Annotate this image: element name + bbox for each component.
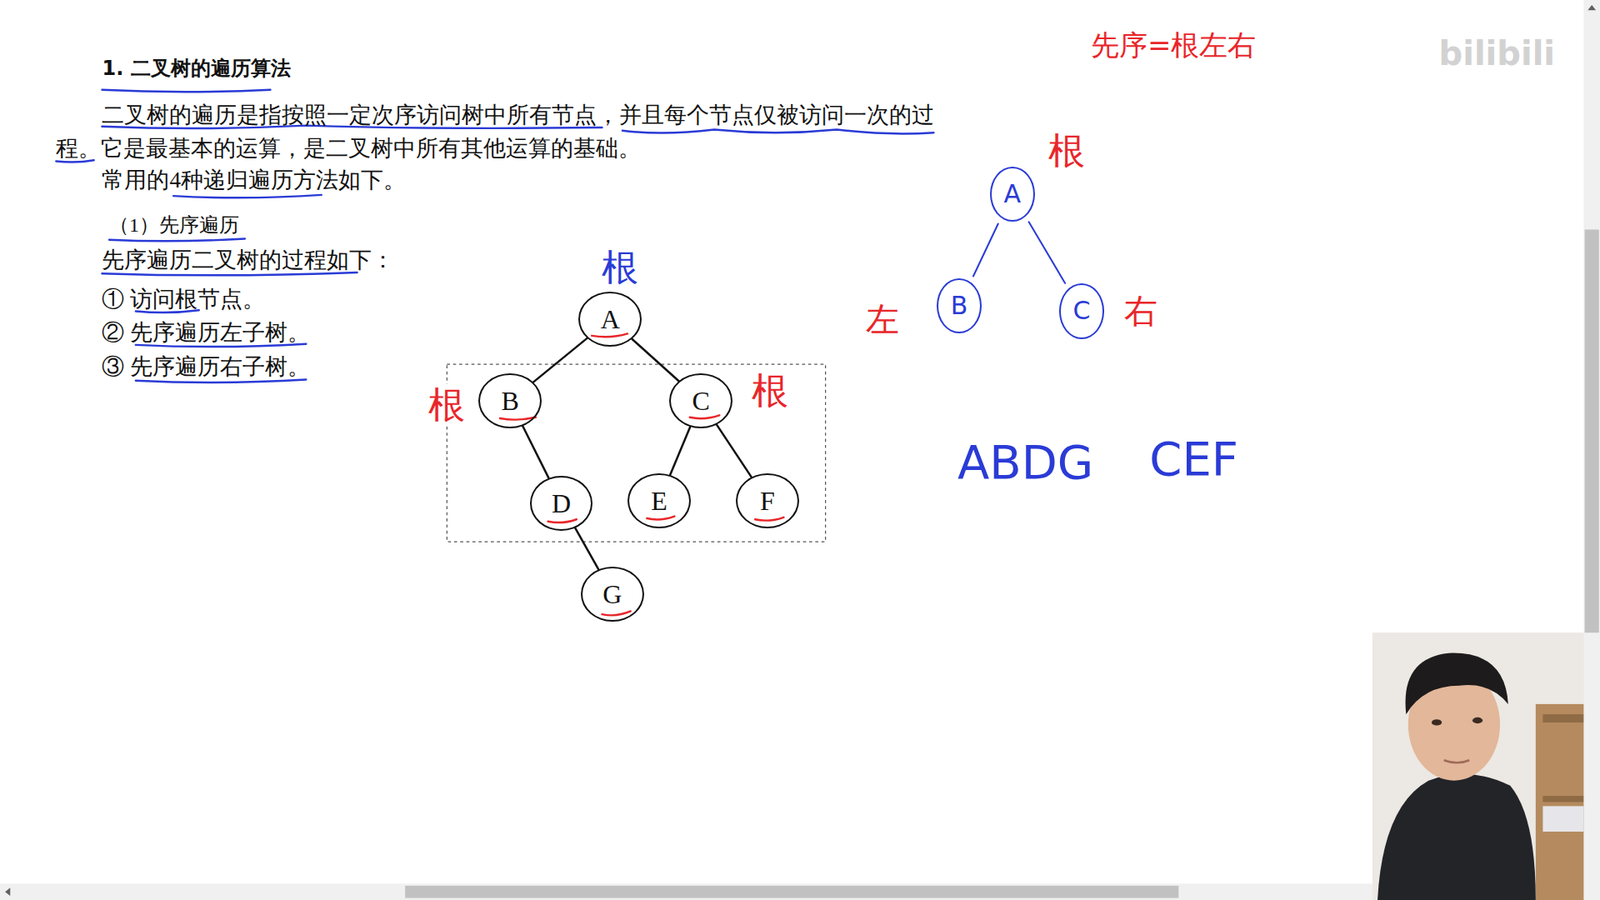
tree-node-circle: F — [735, 473, 800, 529]
node-letter: C — [692, 387, 710, 415]
tree-node-circle: C — [1059, 283, 1105, 339]
webcam-overlay — [1372, 632, 1600, 900]
tree-edge — [522, 426, 549, 479]
section-heading: 1. 二叉树的遍历算法 — [101, 55, 290, 82]
handwritten-note: 右 — [1124, 291, 1158, 330]
edge-line — [670, 426, 690, 475]
tree-node-circle: B — [936, 278, 982, 334]
letter-underlines — [500, 333, 784, 615]
tree-edge — [632, 339, 680, 381]
handwritten-note: 根 — [1048, 130, 1085, 173]
edge-line — [973, 223, 999, 276]
handwritten-sequence: CEF — [1149, 432, 1239, 486]
node-letter: F — [760, 487, 775, 515]
node-letter: G — [602, 580, 622, 608]
tree-node-circle: A — [990, 166, 1035, 222]
node-letter: D — [551, 490, 571, 517]
edge-line — [716, 425, 752, 478]
body-paragraph: 二叉树的遍历是指按照一定次序访问树中所有节点，并且每个节点仅被访问一次的过程。它… — [55, 98, 944, 165]
tree-edge — [670, 426, 690, 475]
underlines — [55, 90, 934, 383]
tree-edge — [1029, 221, 1065, 284]
edge-line — [632, 339, 680, 381]
step-item: ③ 先序遍历右子树。 — [101, 354, 310, 380]
node-letter: A — [1003, 181, 1021, 207]
step-item: ① 访问根节点。 — [101, 286, 265, 313]
tree-edge — [973, 223, 999, 276]
edge-line — [575, 527, 599, 570]
node-letter: A — [600, 305, 620, 333]
node-letter: C — [1072, 298, 1090, 324]
edge-line — [533, 338, 588, 383]
edge-line — [522, 426, 549, 479]
tree-node-circle: C — [669, 373, 733, 429]
handwritten-note: 左 — [865, 300, 900, 339]
subheading: （1）先序遍历 — [109, 214, 240, 238]
node-letter: E — [650, 487, 668, 515]
edge-line — [1029, 221, 1065, 284]
tree-node-circle: A — [578, 291, 642, 347]
node-letter: B — [950, 293, 969, 319]
dashed-frame — [446, 364, 825, 542]
step-item: ② 先序遍历左子树。 — [101, 320, 310, 347]
tree-node-circle: D — [530, 475, 594, 531]
handwritten-note: 根 — [751, 370, 789, 413]
tree-edge — [575, 527, 599, 570]
tree-edge — [533, 338, 588, 383]
node-letter: B — [501, 387, 520, 415]
tree-node-circle: E — [627, 473, 691, 529]
handwritten-note: 先序=根左右 — [1090, 30, 1257, 63]
tree-node-circle: G — [580, 566, 645, 622]
tree-node-circle: B — [478, 373, 542, 429]
body-text: 先序遍历二叉树的过程如下： — [101, 248, 395, 275]
watermark: bilibili — [1439, 34, 1556, 73]
handwritten-sequence: ABDG — [957, 435, 1094, 489]
handwritten-note: 根 — [601, 246, 639, 290]
handwritten-note: 根 — [426, 384, 467, 427]
body-text: 常用的4种递归遍历方法如下。 — [101, 167, 406, 194]
tree-edge — [716, 425, 752, 478]
